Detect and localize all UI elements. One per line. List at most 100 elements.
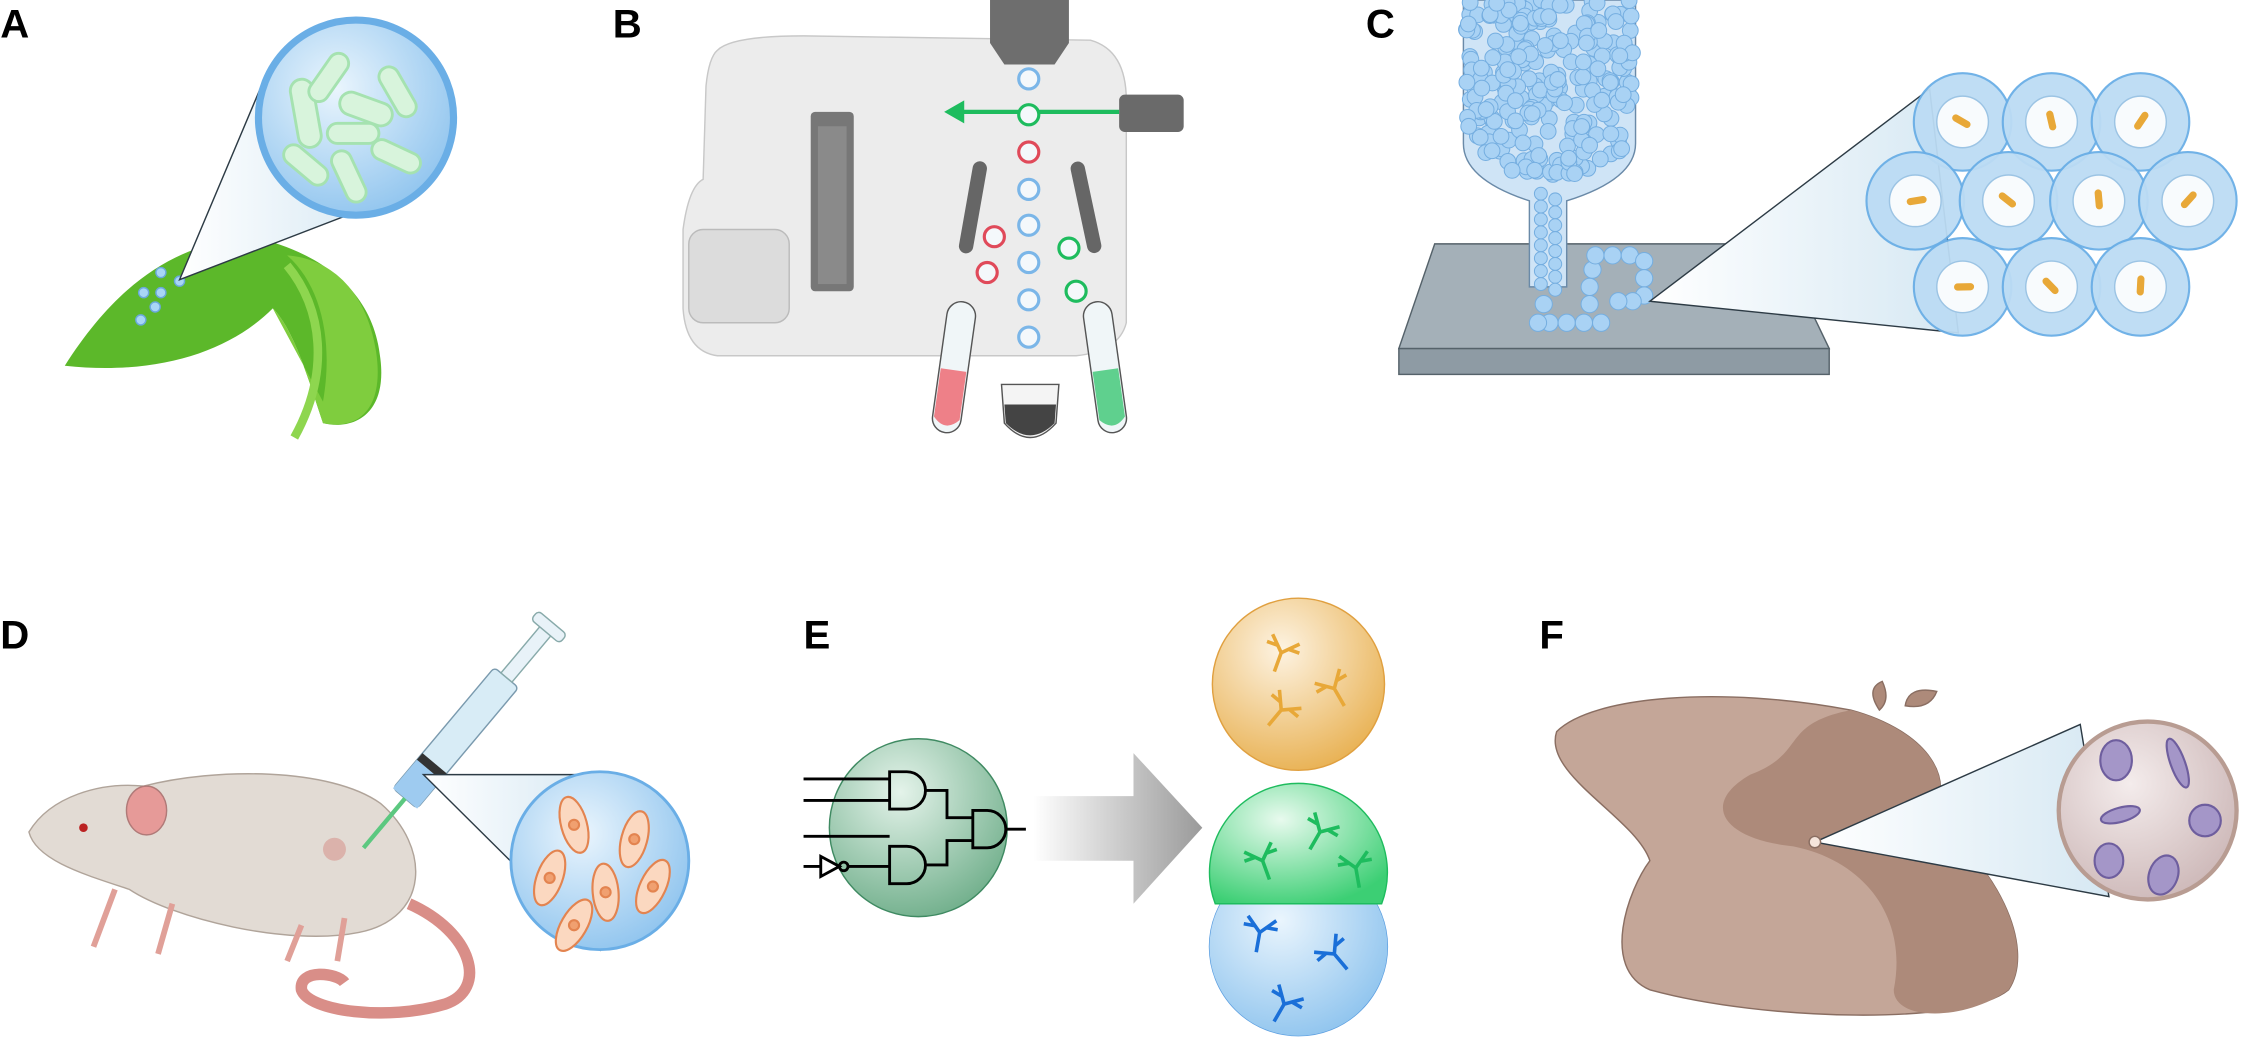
tube-red	[931, 301, 977, 434]
droplets	[975, 67, 1088, 349]
panel-label-e: E	[804, 612, 831, 657]
bead	[1514, 134, 1532, 152]
laser	[1119, 94, 1184, 132]
bead	[1533, 264, 1548, 279]
bead	[1551, 0, 1569, 14]
bead	[1528, 313, 1548, 332]
bead	[1574, 68, 1592, 86]
bead	[1578, 34, 1595, 52]
encapsulated-cell	[2001, 237, 2102, 337]
antibody-icon	[1271, 984, 1305, 1023]
bead	[1507, 112, 1524, 130]
bead	[1471, 128, 1489, 146]
fibroblast-cell	[554, 898, 594, 952]
antibody-icon	[1337, 850, 1373, 888]
cell-sorter-machine	[682, 35, 1128, 357]
encapsulated-cell	[2090, 72, 2191, 172]
bead	[1548, 269, 1563, 284]
antibody-icon	[1266, 689, 1302, 727]
bead	[1635, 251, 1654, 271]
bead	[1548, 205, 1563, 220]
bead	[1591, 150, 1609, 168]
bead	[1635, 269, 1654, 288]
bead	[1580, 295, 1599, 314]
bead	[1533, 199, 1548, 214]
logic-gates	[803, 770, 1026, 886]
antibody-icon	[1314, 668, 1348, 707]
bead	[1609, 292, 1628, 311]
bead	[1483, 142, 1501, 160]
panel-d: D	[0, 611, 691, 1019]
encapsulated-cell	[1912, 237, 2013, 337]
bead	[1620, 0, 1638, 10]
bead	[1548, 256, 1563, 271]
antibodies	[1243, 633, 1373, 1023]
bead	[1460, 15, 1477, 33]
bead	[1533, 277, 1548, 291]
microbe-dots	[135, 266, 186, 326]
bead	[1557, 313, 1576, 332]
bead	[1487, 32, 1504, 50]
bead	[1499, 61, 1517, 78]
arrow-left-icon	[944, 100, 965, 124]
bead	[1590, 22, 1608, 39]
bead	[1460, 117, 1478, 135]
bead	[1556, 94, 1573, 112]
panel-label-c: C	[1366, 1, 1395, 46]
encapsulated-cell	[1912, 72, 2013, 172]
bead	[1602, 125, 1620, 143]
bioink-beads	[1458, 0, 1654, 332]
bead	[1533, 212, 1548, 227]
bead	[1614, 86, 1632, 104]
antibody-icon	[1243, 914, 1278, 953]
fibroblast-cell	[558, 795, 590, 854]
magnifier-microbes	[254, 16, 458, 219]
bead	[1461, 0, 1479, 11]
encapsulated-cell	[1865, 150, 1966, 251]
bead	[1613, 140, 1631, 157]
bead	[1548, 244, 1563, 258]
antibody-icon	[1243, 841, 1278, 881]
bead	[1533, 225, 1548, 240]
bead	[1573, 118, 1591, 135]
bead	[1533, 186, 1548, 201]
bead	[1589, 60, 1607, 78]
bead	[1512, 14, 1529, 32]
bead	[1523, 105, 1541, 123]
bead	[1551, 32, 1569, 50]
panel-f: F	[1539, 612, 2239, 1016]
beaker	[1000, 383, 1060, 439]
bead	[1580, 277, 1599, 297]
bead	[1566, 165, 1584, 182]
panel-e: E	[803, 597, 1389, 1037]
bead	[1574, 53, 1592, 71]
orange-antibody-cell	[1211, 597, 1386, 772]
fibroblast-cell	[618, 810, 650, 869]
bead	[1530, 147, 1548, 164]
bead	[1533, 251, 1548, 266]
syringe	[361, 611, 566, 850]
bead	[1488, 0, 1506, 12]
bead	[1503, 161, 1521, 179]
bead	[1622, 7, 1640, 25]
bead	[1492, 127, 1510, 145]
bead	[1477, 101, 1495, 118]
panel-a: A	[0, 1, 458, 440]
green-antibody-cell	[1208, 782, 1389, 905]
antibody-icon	[1266, 633, 1301, 673]
panel-label-b: B	[613, 1, 642, 46]
bead	[1603, 246, 1622, 265]
panel-label-a: A	[0, 1, 29, 46]
mouse-tail	[295, 898, 476, 1019]
bead	[1560, 149, 1578, 167]
logic-circuit-cell	[828, 738, 1008, 918]
encapsulated-cell	[2090, 237, 2191, 337]
panel-b: B	[613, 0, 1184, 439]
mouse-body	[28, 773, 417, 937]
bead	[1472, 59, 1490, 77]
bead	[1611, 47, 1629, 65]
tissue-cells	[2093, 737, 2222, 896]
bead	[1540, 8, 1557, 25]
magnifier-cells	[509, 770, 691, 952]
